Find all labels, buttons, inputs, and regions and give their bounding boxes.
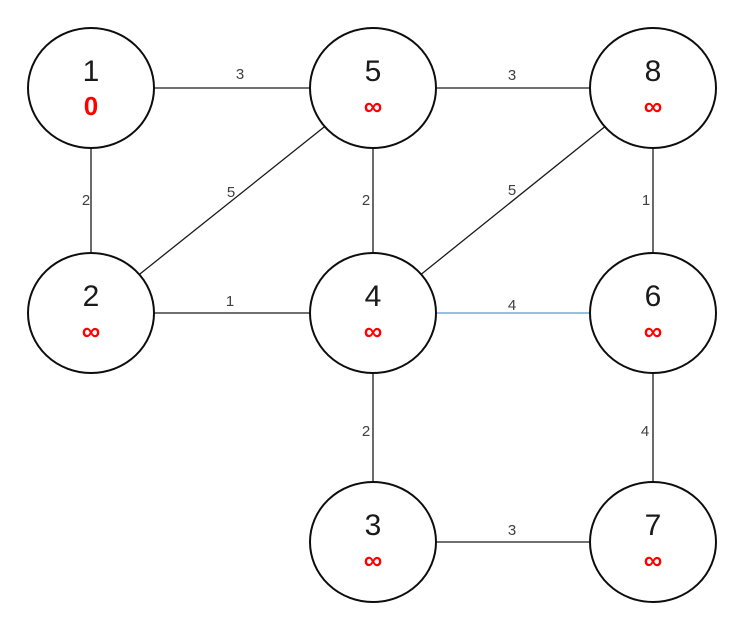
node-distance-value-7: ∞ bbox=[644, 545, 663, 575]
node-distance-value-3: ∞ bbox=[364, 545, 383, 575]
node-circle-6[interactable] bbox=[589, 252, 717, 374]
edge-weight-2-5: 5 bbox=[227, 184, 235, 201]
graph-node-8[interactable]: 8∞ bbox=[589, 27, 717, 149]
node-circle-2[interactable] bbox=[27, 252, 155, 374]
edge-weight-4-8: 5 bbox=[508, 182, 516, 199]
graph-node-2[interactable]: 2∞ bbox=[27, 252, 155, 374]
node-distance-value-5: ∞ bbox=[364, 91, 383, 121]
graph-node-3[interactable]: 3∞ bbox=[309, 481, 437, 603]
edge-weight-5-4: 2 bbox=[362, 192, 370, 209]
node-id-label-6: 6 bbox=[645, 280, 662, 313]
node-circle-7[interactable] bbox=[589, 481, 717, 603]
graph-node-1[interactable]: 10 bbox=[27, 27, 155, 149]
edge-weight-4-3: 2 bbox=[362, 423, 370, 440]
graph-node-4[interactable]: 4∞ bbox=[309, 252, 437, 374]
edge-weight-3-7: 3 bbox=[508, 522, 516, 539]
graph-node-7[interactable]: 7∞ bbox=[589, 481, 717, 603]
node-id-label-7: 7 bbox=[645, 509, 662, 542]
node-distance-value-2: ∞ bbox=[82, 316, 101, 346]
edge-weight-2-4: 1 bbox=[226, 293, 234, 310]
node-id-label-8: 8 bbox=[645, 55, 662, 88]
edge-weight-1-5: 3 bbox=[236, 66, 244, 83]
edge-weight-1-2: 2 bbox=[82, 192, 90, 209]
edge-weight-6-7: 4 bbox=[641, 423, 649, 440]
graph-node-6[interactable]: 6∞ bbox=[589, 252, 717, 374]
node-id-label-1: 1 bbox=[83, 55, 100, 88]
graph-node-5[interactable]: 5∞ bbox=[309, 27, 437, 149]
node-distance-value-8: ∞ bbox=[644, 91, 663, 121]
node-circle-3[interactable] bbox=[309, 481, 437, 603]
node-id-label-5: 5 bbox=[365, 55, 382, 88]
node-id-label-3: 3 bbox=[365, 509, 382, 542]
edge-weight-8-6: 1 bbox=[642, 192, 650, 209]
node-circle-4[interactable] bbox=[309, 252, 437, 374]
node-id-label-2: 2 bbox=[83, 280, 100, 313]
node-circle-1[interactable] bbox=[27, 27, 155, 149]
node-circle-8[interactable] bbox=[589, 27, 717, 149]
edge-weight-5-8: 3 bbox=[508, 67, 516, 84]
edge-weight-4-6: 4 bbox=[508, 297, 516, 314]
node-circle-5[interactable] bbox=[309, 27, 437, 149]
node-distance-value-4: ∞ bbox=[364, 316, 383, 346]
node-distance-value-1: 0 bbox=[84, 91, 98, 121]
node-id-label-4: 4 bbox=[365, 280, 382, 313]
node-distance-value-6: ∞ bbox=[644, 316, 663, 346]
